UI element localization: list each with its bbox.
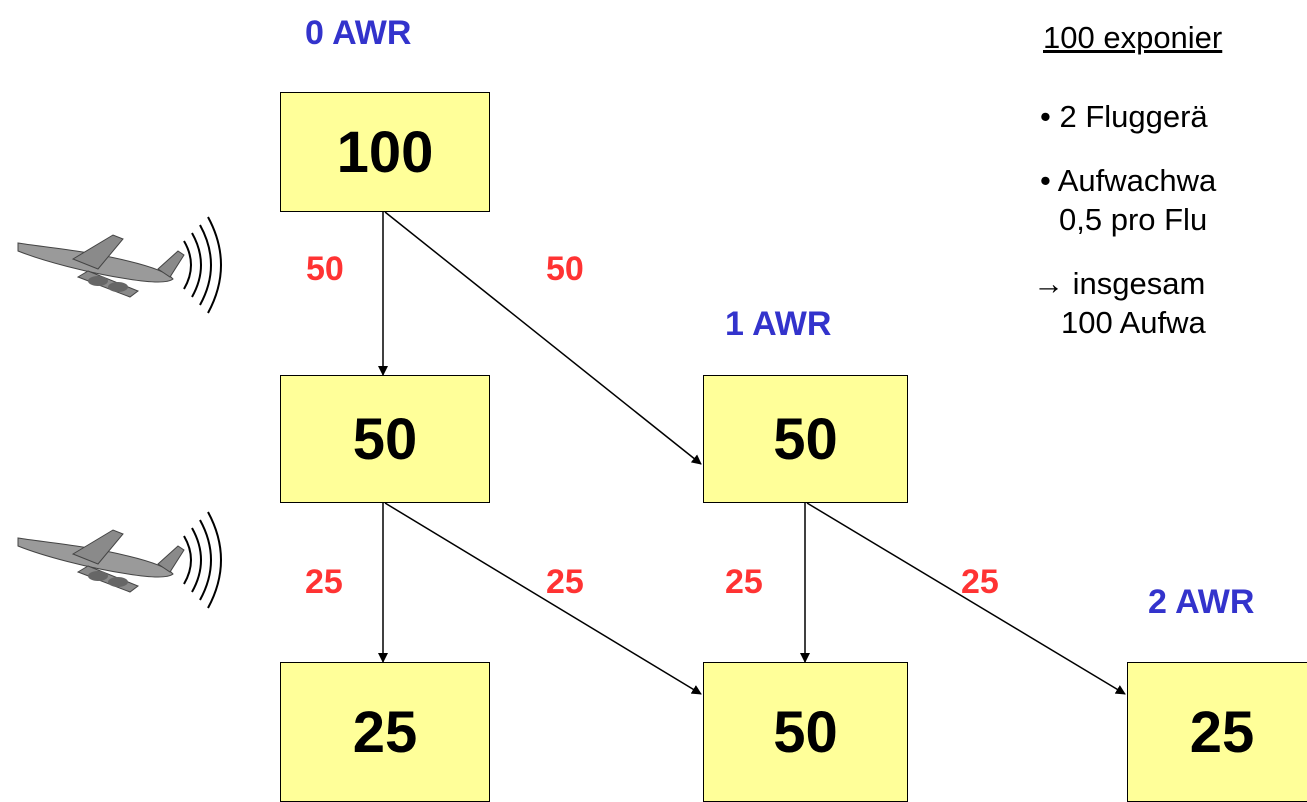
notes-conclusion-cont: 100 Aufwa — [1061, 305, 1206, 340]
notes-heading: 100 exponier — [1043, 20, 1223, 55]
arrow-mr-diag — [806, 502, 1126, 695]
node-bottom-mid: 50 — [703, 662, 908, 802]
airplane-radio-icon — [17, 216, 222, 314]
edge-label-ml-diag: 25 — [546, 563, 584, 601]
level-label-2: 2 AWR — [1148, 583, 1255, 621]
level-label-0: 0 AWR — [305, 14, 412, 52]
node-bottom-right: 25 — [1127, 662, 1307, 802]
edge-label-mr-down: 25 — [725, 563, 763, 601]
notes-bullet-1: • 2 Fluggerä — [1040, 99, 1208, 134]
notes-bullet-2-cont: 0,5 pro Flu — [1059, 202, 1208, 237]
level-label-1: 1 AWR — [725, 305, 832, 343]
edge-label-top-diag: 50 — [546, 250, 584, 288]
node-mid-right: 50 — [703, 375, 908, 503]
node-mid-left: 50 — [280, 375, 490, 503]
node-top: 100 — [280, 92, 490, 212]
notes-conclusion: → insgesam — [1033, 266, 1206, 301]
arrow-top-diag — [384, 211, 702, 465]
edge-label-mr-diag: 25 — [961, 563, 999, 601]
node-bottom-left: 25 — [280, 662, 490, 802]
edge-label-top-down: 50 — [306, 250, 344, 288]
notes-bullet-2: • Aufwachwa — [1040, 163, 1217, 198]
arrow-ml-diag — [384, 502, 702, 695]
edge-label-ml-down: 25 — [305, 563, 343, 601]
airplane-radio-icon — [17, 511, 222, 609]
